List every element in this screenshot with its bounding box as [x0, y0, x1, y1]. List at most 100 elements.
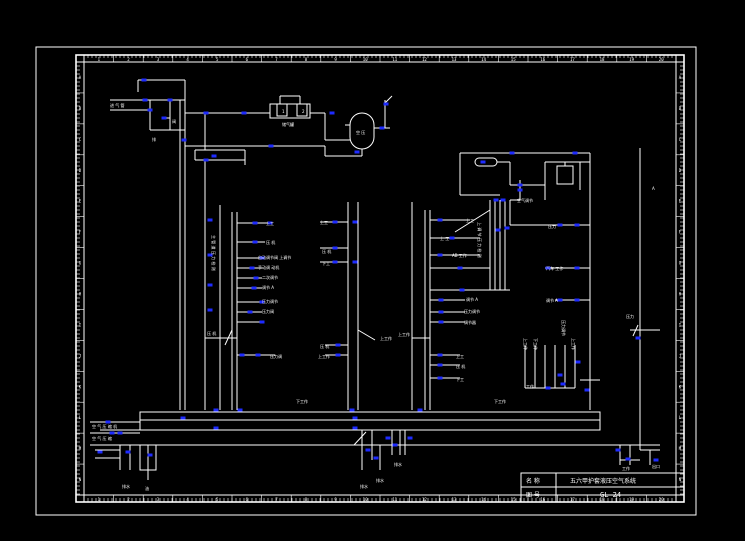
- pipe-node: [574, 223, 580, 227]
- grid-row-right: F: [679, 230, 682, 235]
- pipe-node: [252, 240, 258, 244]
- col3-side: 上 调 节 压 力 检 测: [477, 222, 483, 258]
- pipe-node: [500, 198, 506, 202]
- pipe-node: [449, 236, 455, 240]
- diagram-labels: 进 气 管 储气罐 1 2 空 压 阀 排 上工 压 机 自动调节阀 上调节 手…: [92, 102, 660, 491]
- pipe-node: [181, 138, 187, 142]
- col1-item-0: 上工: [266, 220, 274, 226]
- grid-col-top: 15: [511, 57, 516, 62]
- grid-col-top: 2: [127, 57, 130, 62]
- col2-item-1: 压 机: [322, 248, 331, 254]
- col3-item-3: 调节 A: [466, 296, 478, 302]
- pipe-node: [97, 450, 103, 454]
- pipe-node: [259, 320, 265, 324]
- pipe-node: [249, 266, 255, 270]
- pipe-node: [437, 253, 443, 257]
- top-piping: [110, 79, 393, 410]
- col1-bottom: 下工作: [296, 398, 308, 404]
- drawing-code: GL-24: [600, 491, 621, 499]
- grid-col-bottom: 20: [659, 497, 664, 502]
- bottom-item-2: 排水: [360, 483, 368, 489]
- col1-mid: 压 机: [207, 330, 216, 336]
- pipe-node: [352, 426, 358, 430]
- grid-col-top: 4: [186, 57, 189, 62]
- grid-row-left: F: [79, 230, 82, 235]
- right-item-2: 调节 A: [546, 297, 558, 303]
- grid-row-right: B: [679, 106, 682, 111]
- grid-row-left: J: [79, 353, 81, 358]
- grid-row-left: C: [79, 137, 82, 142]
- grid-col-top: 14: [481, 57, 486, 62]
- dryer-label: 储气罐: [282, 121, 294, 127]
- pipe-node: [557, 373, 563, 377]
- col1-item-7: 压力阀: [262, 308, 274, 314]
- pipe-node: [504, 226, 510, 230]
- grid-col-top: 13: [452, 57, 457, 62]
- pipe-node: [438, 320, 444, 324]
- pipe-node: [365, 448, 371, 452]
- grid-col-bottom: 18: [600, 497, 605, 502]
- pipe-node: [142, 98, 148, 102]
- pipe-node: [213, 426, 219, 430]
- grid-col-top: 3: [157, 57, 160, 62]
- grid-col-bottom: 7: [275, 497, 278, 502]
- grid-col-top: 19: [629, 57, 634, 62]
- pipe-node: [253, 276, 259, 280]
- pipe-node: [335, 343, 341, 347]
- bottom-left-1: 空 气 压 缩: [92, 435, 112, 441]
- col2-lower-2: 上工作: [318, 353, 330, 359]
- col3-lower-2: 下工: [456, 377, 464, 382]
- pipe-node: [352, 260, 358, 264]
- pipe-node: [373, 456, 379, 460]
- box1-label: 1: [282, 109, 285, 114]
- grid-col-top: 9: [334, 57, 337, 62]
- bottom-manifold: [90, 411, 660, 480]
- pipe-node: [207, 218, 213, 222]
- inner-frame: [75, 54, 685, 503]
- grid-col-bottom: 4: [186, 497, 189, 502]
- pipe-node: [392, 443, 398, 447]
- drawing-title: 五六甲护套液压空气系统: [570, 477, 636, 485]
- grid-col-bottom: 11: [392, 497, 397, 502]
- grid-ticks: [76, 55, 684, 502]
- grid-row-right: H: [679, 291, 682, 296]
- grid-col-bottom: 13: [452, 497, 457, 502]
- pipe-node: [105, 420, 111, 424]
- pipe-node: [653, 458, 659, 462]
- pipe-node: [161, 116, 167, 120]
- col2-lower-1: 压 机: [320, 343, 329, 349]
- bottom-item-0: 排水: [122, 483, 130, 489]
- pipe-node: [437, 363, 443, 367]
- pipe-node: [437, 376, 443, 380]
- pipe-node: [203, 158, 209, 162]
- pipe-node: [241, 111, 247, 115]
- col2-item-0: 上工: [320, 219, 328, 225]
- grid-row-left: D: [79, 168, 82, 173]
- col3-bottom: 下工作: [494, 398, 506, 404]
- pipe-node: [493, 198, 499, 202]
- grid-row-left: A: [79, 75, 82, 80]
- pipe-node: [560, 382, 566, 386]
- pipe-node: [147, 453, 153, 457]
- col3-item-4: 压力调节: [464, 308, 480, 314]
- grid-row-left: M: [79, 446, 82, 451]
- pipe-node: [437, 353, 443, 357]
- grid-row-left: L: [79, 415, 82, 420]
- grid-row-right: I: [679, 322, 682, 327]
- grid-col-bottom: 14: [481, 497, 486, 502]
- pipe-node: [480, 160, 486, 164]
- grid-col-top: 20: [659, 57, 664, 62]
- grid-row-left: N: [79, 477, 82, 482]
- grid-col-bottom: 12: [422, 497, 427, 502]
- right-top-piping: [459, 148, 660, 450]
- pipe-node: [352, 416, 358, 420]
- pipe-node: [255, 353, 261, 357]
- grid-row-right: M: [679, 446, 682, 451]
- pipe-node: [383, 102, 389, 106]
- col3-item-1: 上 工: [440, 235, 449, 241]
- pipe-node: [332, 260, 338, 264]
- grid-col-top: 11: [392, 57, 397, 62]
- col2-item-2: 下工: [322, 261, 330, 266]
- col3-item-2: AB 工作: [452, 252, 467, 258]
- right-vert-3: 上工作: [571, 338, 577, 350]
